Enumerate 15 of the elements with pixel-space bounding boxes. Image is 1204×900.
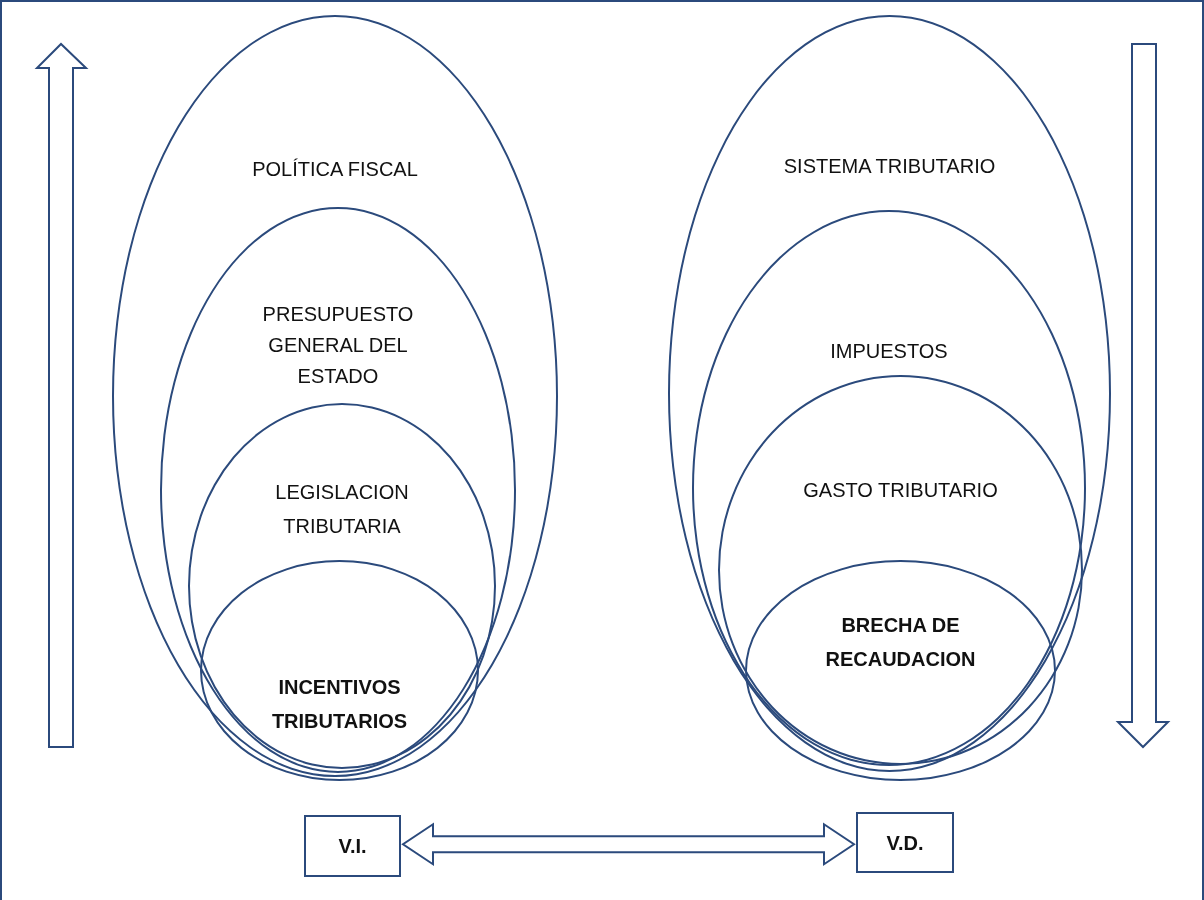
node-label: POLÍTICA FISCAL — [251, 157, 419, 182]
node-label: LEGISLACION TRIBUTARIA — [274, 480, 410, 539]
double-arrow — [401, 822, 856, 867]
node-label: PRESUPUESTO GENERAL DEL ESTADO — [261, 302, 415, 389]
node-label: SISTEMA TRIBUTARIO — [782, 154, 997, 179]
node-label: GASTO TRIBUTARIO — [802, 478, 999, 503]
node-label: V.D. — [885, 831, 925, 856]
node-label: BRECHA DE RECAUDACION — [824, 613, 977, 672]
node-label: INCENTIVOS TRIBUTARIOS — [270, 675, 409, 734]
node-label: IMPUESTOS — [829, 339, 949, 364]
node-label: V.I. — [337, 834, 368, 859]
label-box — [304, 815, 401, 877]
ellipse-node — [200, 560, 479, 781]
ellipse-node — [745, 560, 1056, 781]
label-box — [856, 812, 954, 873]
